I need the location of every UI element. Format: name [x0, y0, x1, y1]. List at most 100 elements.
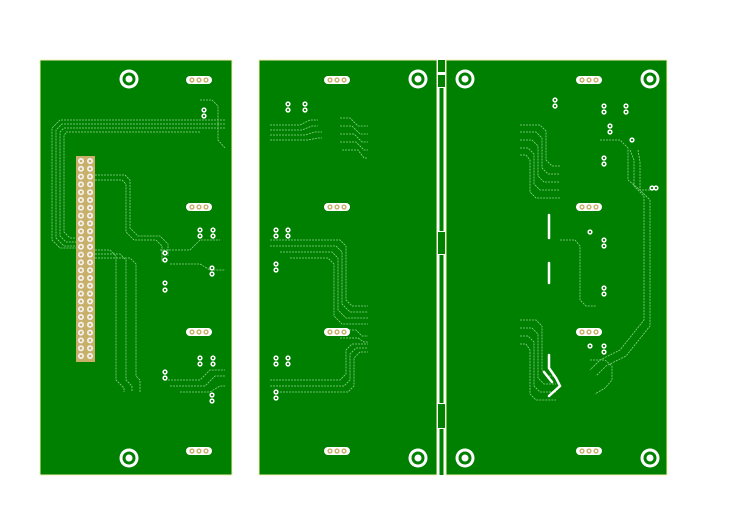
connector-drill	[328, 205, 332, 209]
mounting-hole-icon	[455, 69, 475, 89]
connector-drill	[335, 449, 339, 453]
board-outline	[258, 59, 438, 476]
trace-line	[59, 127, 225, 243]
pin-drill	[88, 331, 92, 334]
via-drill	[624, 104, 628, 108]
connector-drill	[594, 205, 598, 209]
via-group-middle	[273, 101, 308, 401]
trace-line	[520, 343, 556, 401]
pin-drill	[88, 268, 92, 272]
trace-line	[520, 335, 556, 393]
via-drill	[274, 268, 278, 272]
pin-drill	[88, 229, 92, 233]
via-drill	[198, 356, 202, 360]
via-drill	[588, 230, 592, 234]
via-drill	[303, 102, 307, 106]
connector-footprint-icon	[186, 447, 212, 455]
connector-footprint-icon	[324, 447, 350, 455]
via-drill	[608, 130, 612, 134]
board-outline	[445, 59, 668, 476]
via-drill	[602, 110, 606, 114]
trace-line	[520, 139, 560, 183]
trace-line	[280, 251, 368, 319]
via-drill	[602, 350, 606, 354]
trace-line	[180, 385, 225, 393]
connector-footprint-icon	[576, 328, 602, 336]
breakaway-rail	[437, 60, 446, 475]
via-drill	[602, 156, 606, 160]
trace-line	[340, 141, 368, 151]
pin-drill	[88, 323, 92, 327]
pin-drill	[88, 276, 92, 280]
mounting-hole-icon	[640, 448, 660, 468]
pin-drill	[79, 183, 83, 186]
trace-line	[55, 123, 225, 247]
pin-drill	[88, 237, 92, 241]
connector-footprint-icon	[324, 328, 350, 336]
via-drill	[654, 186, 658, 190]
pin-drill	[88, 190, 92, 194]
connector-footprint-icon	[186, 203, 212, 211]
connector-footprint-icon	[576, 203, 602, 211]
via-drill	[553, 98, 557, 102]
trace-line	[340, 125, 368, 135]
via-drill	[202, 108, 206, 112]
connector-drill	[190, 449, 194, 453]
connector-drill	[190, 205, 194, 209]
mounting-hole-icon	[119, 448, 139, 468]
trace-line	[51, 119, 225, 249]
pin-drill	[88, 167, 92, 171]
via-drill	[163, 376, 167, 380]
pin-drill	[88, 346, 92, 350]
pin-drill	[88, 214, 92, 217]
pcb-panel-right	[445, 59, 668, 476]
trace-line	[600, 139, 652, 191]
via-drill	[286, 102, 290, 106]
connector-drill	[342, 205, 346, 209]
via-drill	[198, 228, 202, 232]
trace-line	[589, 149, 645, 371]
trace-line	[270, 119, 318, 126]
pin-drill	[79, 284, 83, 288]
trace-line	[342, 149, 368, 159]
via-drill	[602, 292, 606, 296]
via-drill	[286, 108, 290, 112]
trace-group-left	[51, 99, 226, 393]
trace-line	[520, 154, 560, 199]
pin-drill	[79, 268, 83, 272]
trace-line	[520, 147, 560, 191]
pin-drill	[79, 346, 83, 350]
connector-drill	[335, 330, 339, 334]
via-drill	[210, 266, 214, 270]
via-drill	[286, 234, 290, 238]
connector-drill	[342, 330, 346, 334]
via-drill	[602, 244, 606, 248]
connector-drill	[197, 330, 201, 334]
trace-line	[595, 149, 651, 377]
pin-drill	[88, 198, 92, 202]
trace-line	[92, 257, 141, 392]
via-drill	[202, 114, 206, 118]
pin-drill	[88, 261, 92, 264]
via-drill	[210, 272, 214, 276]
via-drill	[163, 258, 167, 262]
connector-footprint-icon	[576, 76, 602, 84]
trace-line	[92, 253, 133, 392]
via-drill	[553, 104, 557, 108]
trace-line	[200, 99, 226, 149]
connector-drill	[594, 78, 598, 82]
connector-drill	[197, 205, 201, 209]
connector-drill	[204, 449, 208, 453]
mounting-hole-icon	[408, 448, 428, 468]
pin-drill	[88, 183, 92, 186]
pin-drill	[88, 245, 92, 249]
pin-drill	[79, 159, 83, 163]
connector-drill	[342, 78, 346, 82]
pin-drill	[88, 159, 92, 163]
pin-drill	[79, 175, 83, 178]
via-group-right	[552, 97, 659, 355]
pin-drill	[88, 315, 92, 319]
via-group-left	[162, 107, 216, 404]
